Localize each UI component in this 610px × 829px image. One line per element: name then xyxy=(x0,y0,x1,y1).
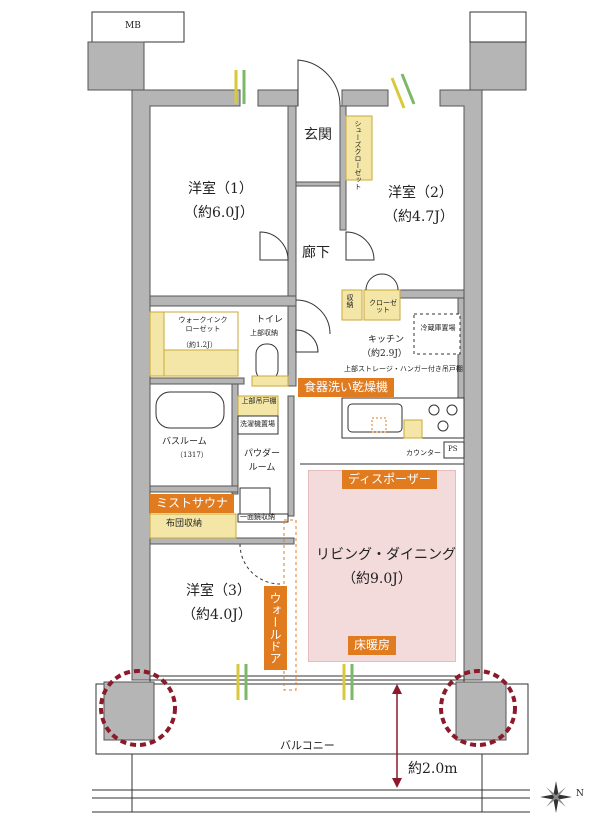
bathroom-label: バスルーム xyxy=(162,437,207,447)
wall-room1-right xyxy=(287,105,297,297)
burner-1 xyxy=(428,404,440,416)
room2-size: （約4.7J） xyxy=(384,209,454,225)
burner-3 xyxy=(437,420,449,432)
exterior-wall-right xyxy=(439,89,483,681)
toilet-fixture xyxy=(255,343,279,381)
window-living xyxy=(342,664,354,700)
one-side-storage-label: 一面鏡収納 xyxy=(240,513,275,521)
pillar-top-left xyxy=(87,41,145,91)
storage-label: 収納 xyxy=(346,294,354,308)
wic-shelf-bottom xyxy=(163,349,239,377)
room1-name: 洋室（1） xyxy=(188,181,253,197)
pillar-bottom-left xyxy=(103,681,155,741)
futon-label: 布団収納 xyxy=(166,519,203,529)
wall-powder-right xyxy=(287,395,295,517)
depth-arrow-bottom xyxy=(392,778,402,788)
ledge-top-right xyxy=(469,11,527,43)
balcony-label: バルコニー xyxy=(280,739,335,752)
sink xyxy=(347,403,403,433)
toilet-upper-storage xyxy=(251,375,289,387)
laundry-label: 洗濯機置場 xyxy=(240,420,275,428)
shoes-closet-label: シューズクローゼット xyxy=(354,120,362,190)
room3-size: （約4.0J） xyxy=(182,607,252,623)
powder-room-label: パウダールーム xyxy=(243,449,280,473)
counter-label: カウンター xyxy=(406,449,441,457)
disposer-tag: ディスポーザー xyxy=(342,470,437,490)
wall-bath-bottom xyxy=(149,485,239,493)
window-room2 xyxy=(390,73,416,109)
closet-label: クローゼット xyxy=(369,299,397,314)
living-name: リビング・ダイニング xyxy=(316,547,456,563)
burner-2 xyxy=(446,404,458,416)
wall-door-tag: ウォールドア xyxy=(264,586,287,670)
mb-label: MB xyxy=(125,21,141,31)
fridge-label: 冷蔵庫置場 xyxy=(420,324,456,332)
door-living xyxy=(295,299,331,335)
laundry-area xyxy=(237,415,279,435)
bathtub xyxy=(155,391,225,429)
entrance-label: 玄関 xyxy=(304,127,332,143)
floor-heating-tag: 床暖房 xyxy=(348,636,397,656)
door-room1 xyxy=(259,231,289,261)
living-size: （約9.0J） xyxy=(342,571,412,587)
toilet-upper-label: 上部収納 xyxy=(250,329,278,337)
mb-box xyxy=(91,11,185,43)
door-room3 xyxy=(239,543,281,585)
pillar-top-right xyxy=(469,41,527,91)
column-ring-right xyxy=(439,669,517,747)
door-toilet xyxy=(295,329,319,353)
wall-wic-bottom xyxy=(149,377,245,385)
wall-top-right xyxy=(341,89,389,107)
bath-size-label: （1317） xyxy=(176,451,208,459)
ps-box xyxy=(443,441,465,459)
wic-shelf-left xyxy=(149,311,165,377)
storage-box xyxy=(341,289,363,321)
dishwasher-tag: 食器洗い乾燥機 xyxy=(298,378,395,398)
compass-icon xyxy=(540,781,572,813)
room3-name: 洋室（3） xyxy=(186,583,251,599)
shoe-closet xyxy=(345,115,373,181)
wall-room3-top xyxy=(149,537,295,545)
room1-size: （約6.0J） xyxy=(184,205,254,221)
upper-cabinet-label: 上部吊戸棚 xyxy=(241,397,277,405)
disposer-unit xyxy=(371,417,387,433)
wall-room1-bottom xyxy=(149,295,297,307)
window-room3 xyxy=(236,664,248,700)
closet-box xyxy=(363,289,401,321)
exterior-wall-left xyxy=(131,89,241,681)
walkin-size-label: （約1.2J） xyxy=(182,341,217,349)
column-ring-left xyxy=(99,669,177,747)
mist-sauna-tag: ミストサウナ xyxy=(150,494,235,514)
kitchen-label: キッチン xyxy=(368,335,405,345)
fridge-area xyxy=(413,313,461,355)
wall-toilet-right xyxy=(287,305,297,387)
closet-door-arcs xyxy=(365,273,399,291)
wall-top-mid xyxy=(257,89,299,107)
balcony-depth-label: 約2.0m xyxy=(408,761,458,777)
wall-room2-left xyxy=(339,105,347,231)
wall-entrance-bottom xyxy=(295,181,341,187)
toilet-label: トイレ xyxy=(256,315,284,325)
ps-label: PS xyxy=(448,445,458,453)
door-room2 xyxy=(345,231,375,261)
room2-name: 洋室（2） xyxy=(388,185,453,201)
compass-north-label: N xyxy=(576,789,584,799)
kitchen-size-label: （約2.9J） xyxy=(362,349,407,359)
corridor-label: 廊下 xyxy=(302,245,330,261)
one-side-mirror xyxy=(237,513,289,523)
dishwasher-slot xyxy=(403,419,423,439)
kitchen-storage-label: 上部ストレージ・ハンガー付き吊戸棚 xyxy=(344,365,463,373)
walkin-closet-label: ウォークインクローゼット xyxy=(178,316,228,334)
floor-heating-area xyxy=(308,470,456,662)
window-room1 xyxy=(234,70,246,104)
wall-bath-right xyxy=(231,383,239,495)
depth-arrow-top xyxy=(392,684,402,694)
vanity xyxy=(239,487,271,515)
entrance-door xyxy=(297,59,341,107)
pillar-bottom-right xyxy=(455,681,507,741)
futon-storage-box xyxy=(149,513,237,539)
